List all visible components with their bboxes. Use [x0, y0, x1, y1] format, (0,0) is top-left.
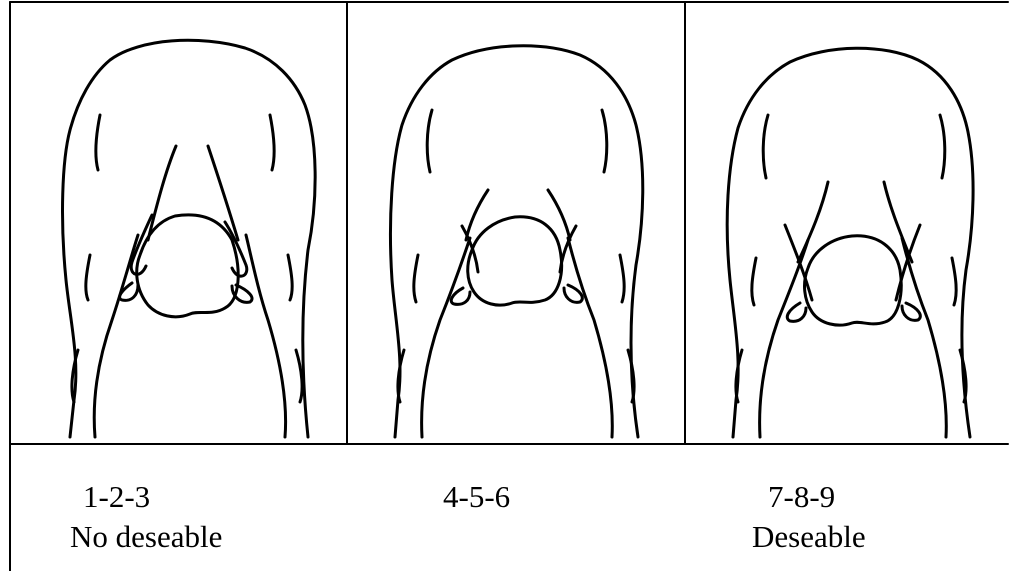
animal-rear-view-3 [725, 46, 975, 439]
animal-rear-view-2 [388, 44, 645, 439]
table-frame [9, 1, 1009, 571]
panel-2-score: 4-5-6 [443, 479, 511, 514]
panel-3-score: 7-8-9 [768, 479, 836, 514]
panel-1-label: No deseable [70, 519, 223, 554]
panel-1-score: 1-2-3 [83, 479, 151, 514]
animal-rear-view-1 [61, 38, 317, 439]
panel-3-label: Deseable [752, 519, 866, 554]
